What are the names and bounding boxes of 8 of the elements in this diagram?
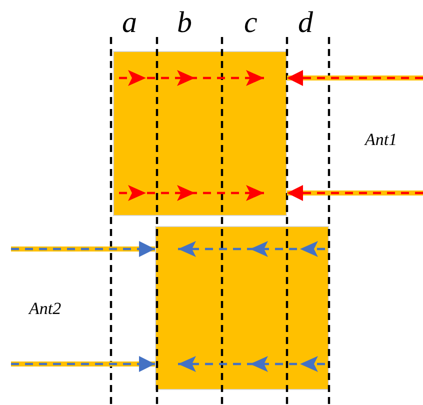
block <box>155 226 329 390</box>
block <box>113 51 287 216</box>
antenna-label: Ant1 <box>365 131 398 148</box>
region-letter: c <box>244 8 258 38</box>
region-letter: d <box>298 8 313 38</box>
region-letter: a <box>122 8 137 38</box>
region-letter: b <box>177 8 192 38</box>
antenna-label: Ant2 <box>29 300 62 317</box>
